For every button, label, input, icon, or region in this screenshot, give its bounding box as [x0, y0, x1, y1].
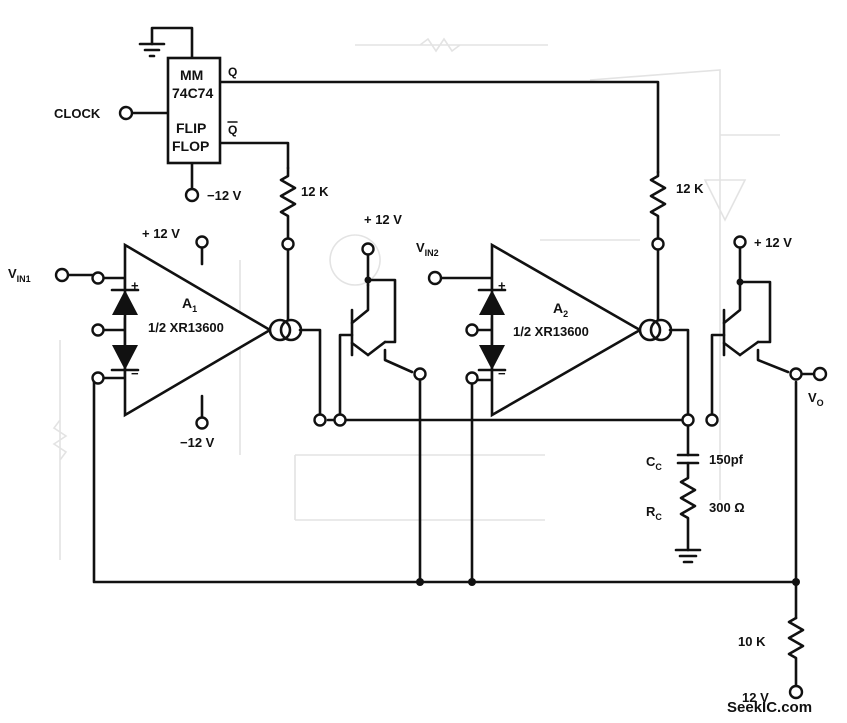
- ff-label-line1: MM: [180, 67, 203, 83]
- vin1-label: VIN1: [8, 266, 31, 284]
- ota-a1-vminus-label: −12 V: [180, 435, 215, 450]
- q1-supply-label: + 12 V: [364, 212, 402, 227]
- cc-label: CC: [646, 454, 662, 472]
- q2-supply-label: + 12 V: [754, 235, 792, 250]
- bottom-supply-label: 12 V: [742, 690, 769, 705]
- vin1-terminal: [54, 267, 70, 283]
- vin2-label: VIN2: [416, 240, 439, 258]
- flip-flop-box: [166, 56, 222, 165]
- vin2-terminal: [427, 270, 443, 286]
- ota-a1-vplus-label: + 12 V: [142, 226, 180, 241]
- ff-label-line2: 74C74: [172, 85, 213, 101]
- vo-terminal: [812, 366, 828, 382]
- ota-a1-triangle: [123, 242, 273, 418]
- ota-a2-triangle: [490, 242, 643, 418]
- vo-label: VO: [808, 390, 824, 408]
- ota-a2-part: 1/2 XR13600: [513, 324, 589, 339]
- r2-label: 12 K: [676, 181, 704, 196]
- ota-a1-plus-sign: +: [131, 278, 139, 293]
- ota-a1-part: 1/2 XR13600: [148, 320, 224, 335]
- ota-a1-output-rings: [268, 318, 303, 342]
- ff-q-label: Q: [228, 65, 237, 79]
- ota-a2-name: A2: [553, 300, 568, 319]
- ff-supply-label: −12 V: [207, 188, 242, 203]
- ff-qbar-label: Q: [228, 123, 237, 137]
- rc-label: RC: [646, 504, 662, 522]
- ff-supply-terminal: [184, 187, 200, 203]
- watermark: SeekIC.com: [727, 699, 812, 716]
- ota-a1-name: A1: [182, 295, 197, 314]
- ota-a2-output-rings: [638, 318, 673, 342]
- junction-dots: [364, 276, 800, 586]
- r1-label: 12 K: [301, 184, 329, 199]
- rc-value: 300 Ω: [709, 500, 745, 515]
- ota-a2-plus-sign: +: [498, 278, 506, 293]
- ota-a1-minus-sign: −: [131, 366, 139, 381]
- clock-terminal: [118, 105, 134, 121]
- ff-label-line3: FLIP: [176, 120, 206, 136]
- cc-value: 150pf: [709, 452, 744, 467]
- bottom-supply-terminal: [788, 684, 804, 700]
- ota-a1-diode-pair: [110, 288, 140, 372]
- ota-a2-minus-sign: −: [498, 366, 506, 381]
- terminals: [54, 105, 828, 700]
- r-bottom-label: 10 K: [738, 634, 766, 649]
- ff-label-line4: FLOP: [172, 138, 209, 154]
- ota-a2-diode-pair: [477, 288, 507, 372]
- clock-label: CLOCK: [54, 106, 101, 121]
